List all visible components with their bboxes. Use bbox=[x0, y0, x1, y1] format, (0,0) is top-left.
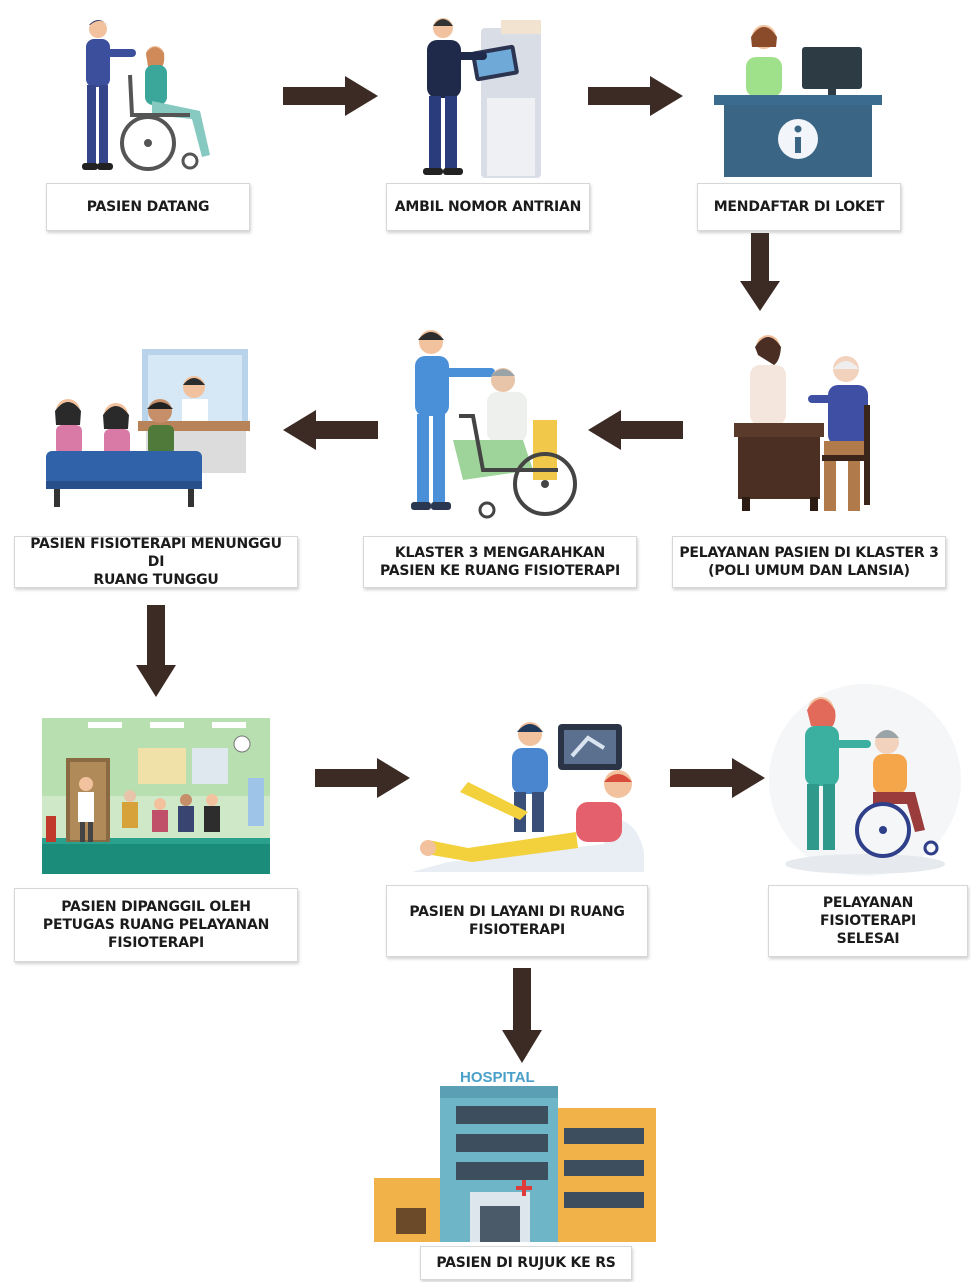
hospital-building-illustration: HOSPITAL bbox=[374, 1068, 659, 1243]
registration-desk-illustration bbox=[712, 15, 884, 180]
arrow-left-1 bbox=[588, 410, 683, 450]
step-label-mendaftar-di-loket: MENDAFTAR DI LOKET bbox=[697, 183, 901, 231]
patient-wheelchair-illustration bbox=[70, 15, 230, 180]
step-label-ambil-nomor-antrian: AMBIL NOMOR ANTRIAN bbox=[386, 183, 590, 231]
arrow-right-4 bbox=[670, 758, 765, 798]
label-line: PASIEN DATANG bbox=[86, 199, 210, 215]
label-line: PELAYANAN PASIEN DI KLASTER 3 bbox=[679, 545, 939, 561]
arrow-right-2 bbox=[588, 76, 683, 116]
arrow-right-1 bbox=[283, 76, 378, 116]
arrow-right-3 bbox=[315, 758, 410, 798]
step-label-fisioterapi-selesai: PELAYANAN FISIOTERAPI SELESAI bbox=[768, 885, 968, 957]
label-line: KLASTER 3 MENGARAHKAN bbox=[394, 545, 606, 561]
arrow-down-3 bbox=[502, 968, 542, 1063]
label-line: PASIEN DI RUJUK KE RS bbox=[436, 1255, 616, 1271]
hospital-hallway-illustration bbox=[42, 718, 270, 874]
label-line: (POLI UMUM DAN LANSIA) bbox=[708, 563, 910, 579]
label-line: PETUGAS RUANG PELAYANAN bbox=[42, 917, 270, 933]
queue-ticket-kiosk-illustration bbox=[405, 8, 555, 180]
step-label-menunggu-ruang-tunggu: PASIEN FISIOTERAPI MENUNGGU DI RUANG TUN… bbox=[14, 536, 298, 588]
step-label-dilayani-ruang-fisioterapi: PASIEN DI LAYANI DI RUANG FISIOTERAPI bbox=[386, 885, 648, 957]
label-line: MENDAFTAR DI LOKET bbox=[713, 199, 885, 215]
label-line: PELAYANAN FISIOTERAPI bbox=[820, 895, 916, 929]
label-line: PASIEN FISIOTERAPI MENUNGGU DI bbox=[30, 536, 282, 570]
physiotherapy-session-illustration bbox=[408, 712, 648, 882]
caregiver-wheelchair-illustration bbox=[765, 680, 965, 880]
doctor-consultation-illustration bbox=[728, 325, 888, 525]
arrow-left-2 bbox=[283, 410, 378, 450]
step-label-dipanggil-petugas: PASIEN DIPANGGIL OLEH PETUGAS RUANG PELA… bbox=[14, 888, 298, 962]
label-line: PASIEN DIPANGGIL OLEH bbox=[61, 899, 251, 915]
step-label-klaster-3-mengarahkan: KLASTER 3 MENGARAHKAN PASIEN KE RUANG FI… bbox=[363, 536, 637, 588]
arrow-down-2 bbox=[136, 605, 176, 697]
hospital-sign: HOSPITAL bbox=[460, 1069, 535, 1086]
nurse-pushing-wheelchair-illustration bbox=[383, 320, 581, 525]
step-label-pelayanan-klaster-3: PELAYANAN PASIEN DI KLASTER 3 (POLI UMUM… bbox=[672, 536, 946, 588]
step-label-pasien-datang: PASIEN DATANG bbox=[46, 183, 250, 231]
waiting-room-illustration bbox=[42, 345, 252, 510]
arrow-down-1 bbox=[740, 233, 780, 311]
label-line: PASIEN KE RUANG FISIOTERAPI bbox=[380, 563, 620, 579]
label-line: SELESAI bbox=[836, 931, 900, 947]
step-label-rujuk-ke-rs: PASIEN DI RUJUK KE RS bbox=[420, 1246, 632, 1280]
label-line: FISIOTERAPI bbox=[108, 935, 204, 951]
label-line: RUANG TUNGGU bbox=[93, 572, 219, 588]
label-line: FISIOTERAPI bbox=[469, 922, 565, 938]
label-line: AMBIL NOMOR ANTRIAN bbox=[394, 199, 582, 215]
label-line: PASIEN DI LAYANI DI RUANG bbox=[409, 904, 625, 920]
